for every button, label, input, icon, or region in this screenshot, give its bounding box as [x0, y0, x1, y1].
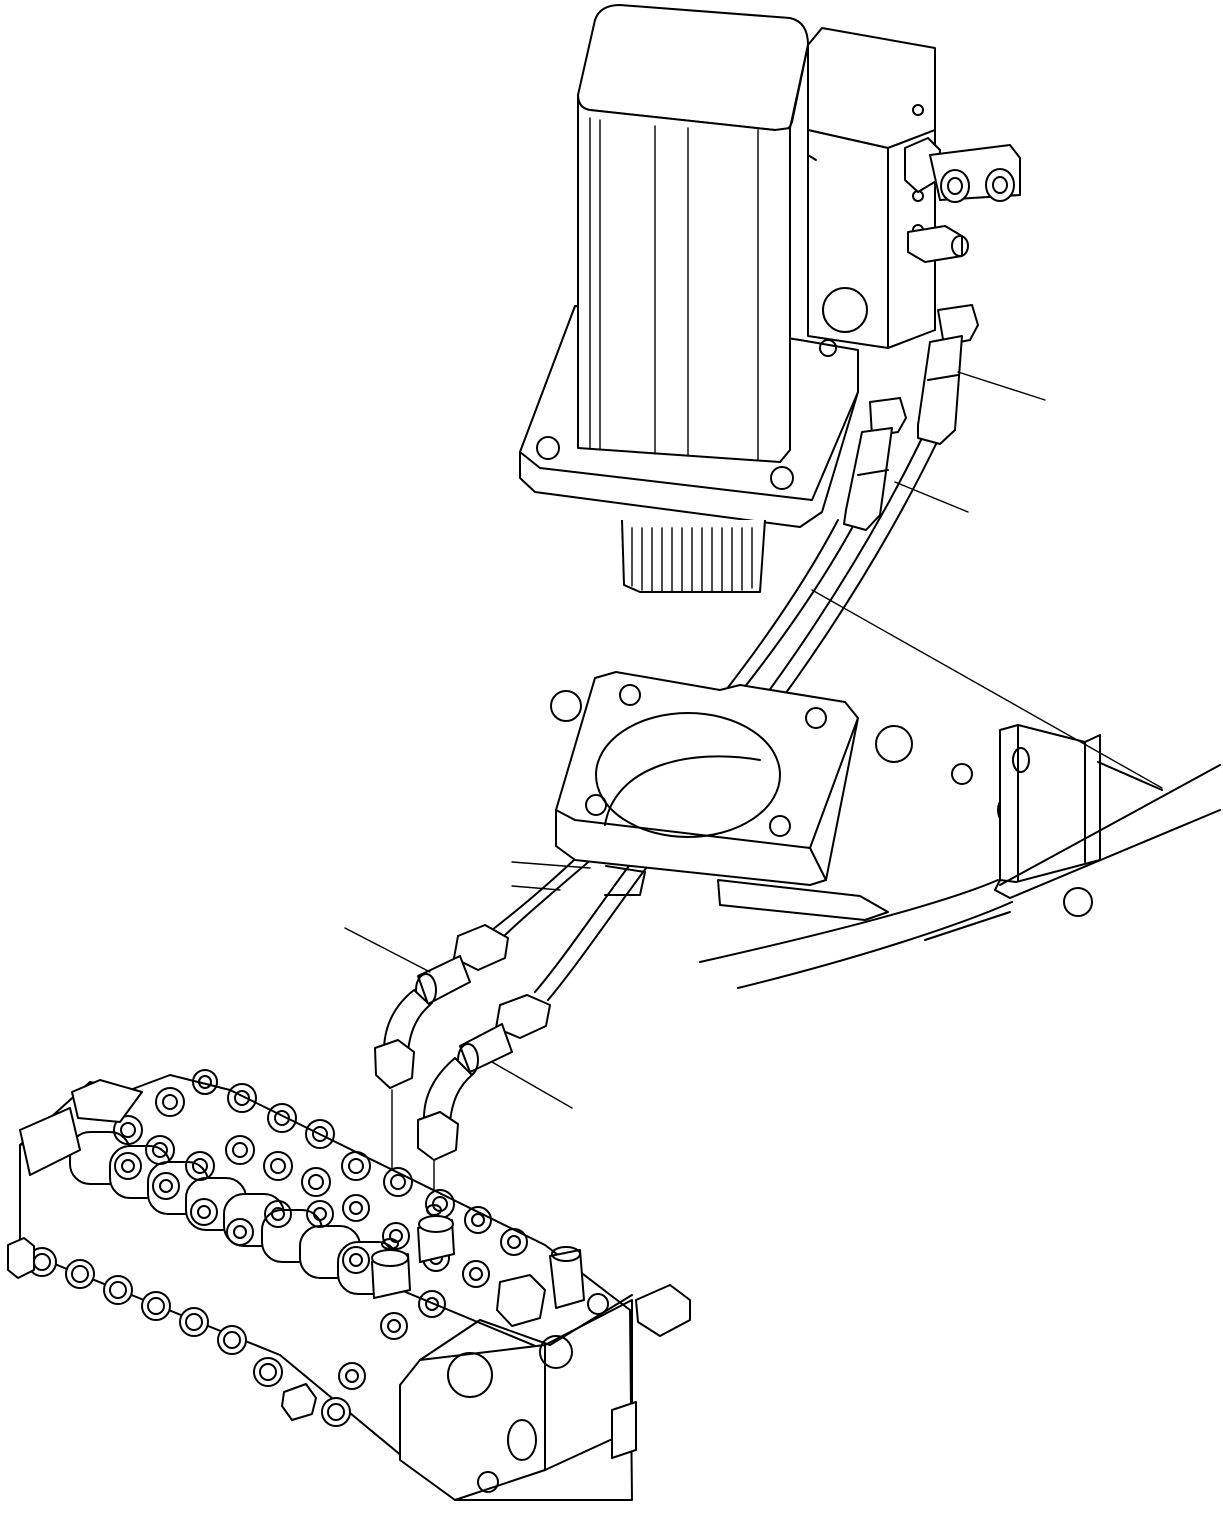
- hose-end-upper-2: [844, 398, 906, 530]
- callout-leader-1: [958, 372, 1045, 400]
- valve-end-fittings: [20, 1080, 690, 1420]
- callout-leader-4: [345, 928, 430, 972]
- callout-leader-5: [492, 1062, 572, 1108]
- callout-leader-2: [895, 482, 968, 512]
- lower-hose-end-1: [375, 925, 508, 1088]
- motor-output-shaft: [622, 520, 765, 592]
- lower-hose-fittings: [375, 925, 550, 1245]
- valve-side-plugs: [8, 1238, 350, 1426]
- valve-pilot-fittings: [372, 1205, 454, 1298]
- hydraulic-motor: [520, 5, 1020, 592]
- valve-ports: [114, 1070, 608, 1389]
- callout-leader-7: [512, 886, 560, 890]
- callout-leader-3: [812, 590, 1162, 788]
- port-fittings: [905, 138, 1020, 262]
- mounting-plate: [551, 672, 1092, 920]
- callout-leaders: [345, 372, 1162, 1108]
- lower-hose-end-2: [418, 995, 550, 1160]
- hose-end-upper-1: [918, 305, 978, 444]
- control-valve: [8, 1070, 690, 1500]
- frame-structure: [700, 725, 1220, 988]
- callout-leader-6: [512, 862, 590, 868]
